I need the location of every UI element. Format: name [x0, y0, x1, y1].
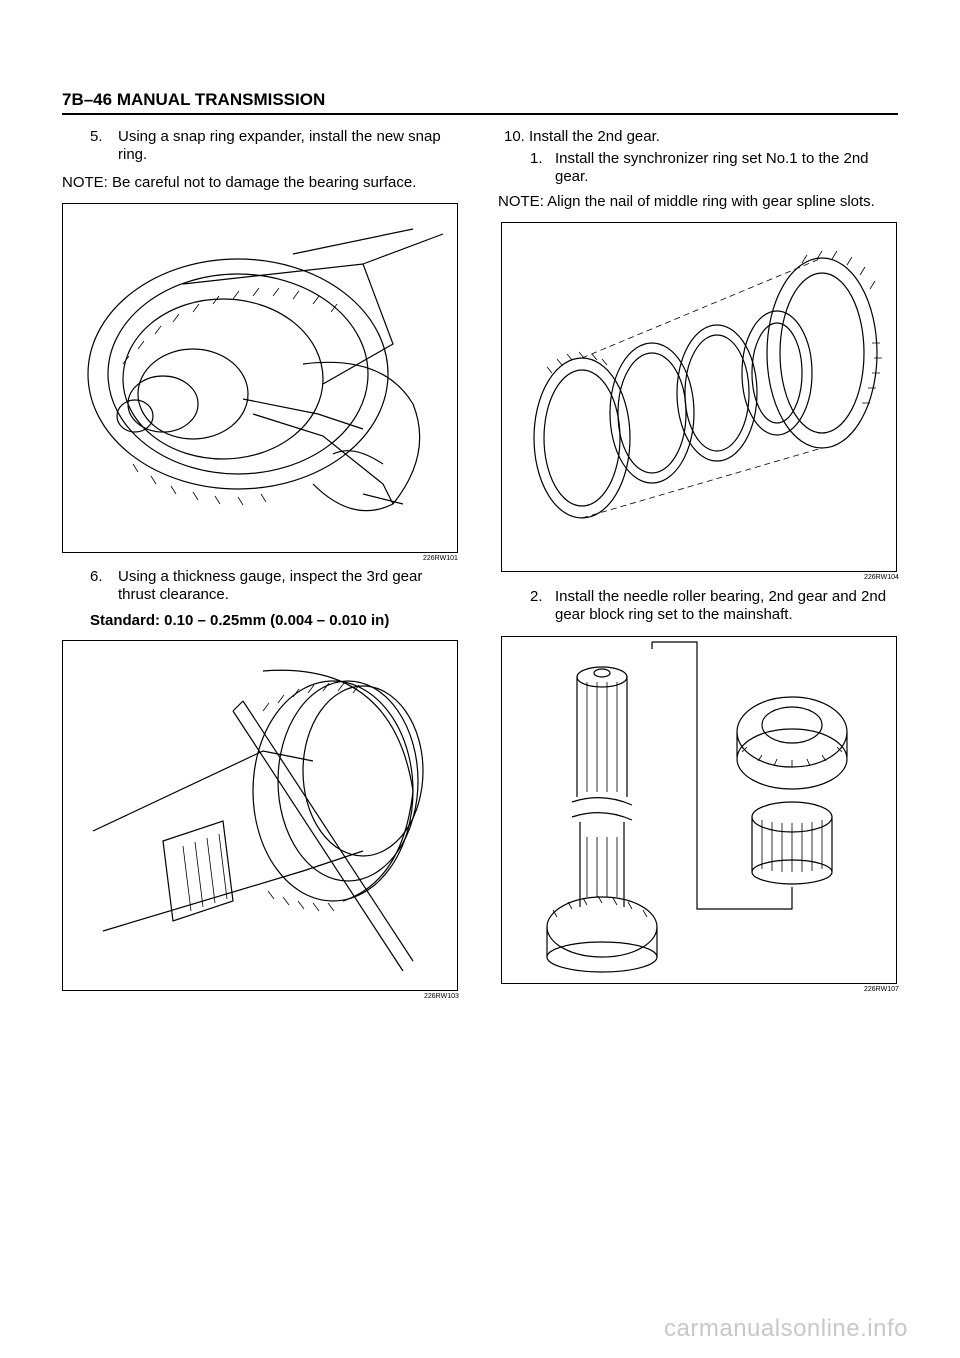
figure-mainshaft-assembly — [501, 636, 897, 984]
note-bearing-surface: NOTE: Be careful not to damage the beari… — [62, 174, 417, 191]
step-5-line-1: Using a snap ring expander, install the … — [118, 128, 441, 145]
mainshaft-illustration — [546, 641, 848, 973]
figure-3-caption: 226RW104 — [864, 574, 899, 581]
figure-thickness-gauge — [62, 640, 458, 991]
step-5-line-2: ring. — [118, 146, 148, 163]
figure-synchronizer-rings — [501, 222, 897, 572]
figure-2-caption: 226RW103 — [424, 993, 459, 1000]
thickness-gauge-illustration — [92, 669, 424, 972]
figure-4-caption: 226RW107 — [864, 986, 899, 993]
figure-snap-ring-expander — [62, 203, 458, 553]
page-header: 7B–46 MANUAL TRANSMISSION — [62, 90, 326, 109]
synchronizer-illustration — [533, 250, 882, 519]
step-10-title: 10. Install the 2nd gear. — [504, 128, 660, 145]
header-rule — [62, 113, 898, 115]
sub-step-2-line-2: gear block ring set to the mainshaft. — [555, 606, 793, 623]
note-align-nail: NOTE: Align the nail of middle ring with… — [498, 193, 875, 210]
standard-clearance: Standard: 0.10 – 0.25mm (0.004 – 0.010 i… — [90, 612, 390, 629]
snap-ring-illustration — [87, 228, 444, 512]
step-6-number: 6. — [90, 568, 103, 585]
step-5-number: 5. — [90, 128, 103, 145]
step-6-line-1: Using a thickness gauge, inspect the 3rd… — [118, 568, 423, 585]
footer-watermark[interactable]: carmanualsonline.info — [664, 1315, 908, 1342]
sub-step-2-line-1: Install the needle roller bearing, 2nd g… — [555, 588, 887, 605]
figure-1-caption: 226RW101 — [423, 555, 458, 562]
sub-step-2-number: 2. — [530, 588, 543, 605]
sub-step-1-line-2: gear. — [555, 168, 589, 185]
sub-step-1-number: 1. — [530, 150, 543, 167]
step-6-line-2: thrust clearance. — [118, 586, 229, 603]
sub-step-1-line-1: Install the synchronizer ring set No.1 t… — [555, 150, 869, 167]
